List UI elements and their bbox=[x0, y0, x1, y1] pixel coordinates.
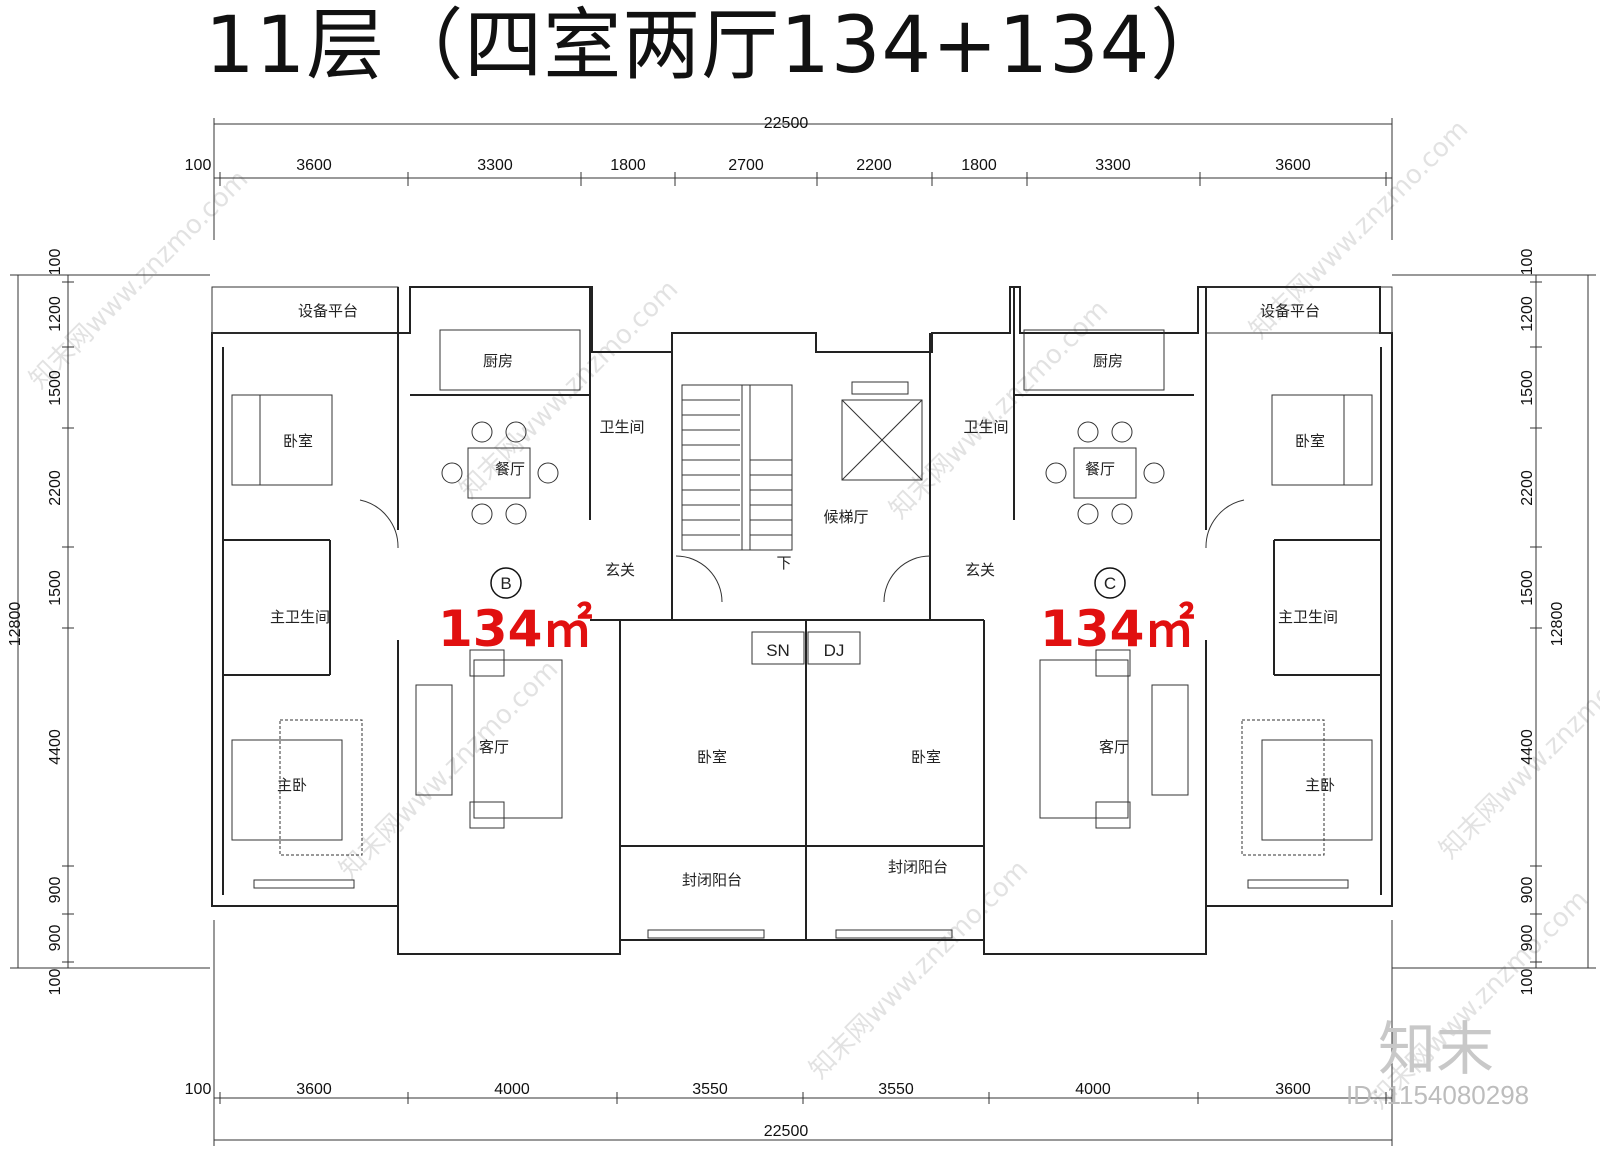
brand-logo-text: 知末 bbox=[1378, 1015, 1495, 1083]
dim-left-seg: 4400 bbox=[47, 729, 64, 765]
dim-top-seg: 3600 bbox=[296, 157, 332, 174]
dim-left-seg: 900 bbox=[47, 925, 64, 952]
unit-c-marker: C 134㎡ bbox=[1040, 567, 1194, 658]
dim-top-seg: 2700 bbox=[728, 157, 764, 174]
label-master-bedroom: 主卧 bbox=[277, 776, 307, 794]
building-walls bbox=[211, 286, 1393, 955]
elevator bbox=[841, 399, 923, 481]
dim-left-seg: 2200 bbox=[47, 470, 64, 506]
dim-right-seg: 1500 bbox=[1519, 370, 1536, 406]
dim-left-total: 12800 bbox=[7, 602, 24, 647]
dim-bottom-seg: 4000 bbox=[1075, 1081, 1111, 1098]
dim-right-seg: 100 bbox=[1519, 969, 1536, 996]
watermark-text: 知末网www.znzmo.com bbox=[804, 854, 1035, 1085]
label-equipment-platform: 设备平台 bbox=[298, 302, 358, 320]
watermark-layer: 知末网www.znzmo.com 知末网www.znzmo.com 知末网www… bbox=[24, 114, 1600, 1115]
label-bathroom: 卫生间 bbox=[599, 418, 644, 436]
dim-right-seg: 1500 bbox=[1519, 570, 1536, 606]
dim-right-total: 12800 bbox=[1549, 602, 1566, 647]
dim-left-seg: 100 bbox=[47, 249, 64, 276]
unit-b-area: 134㎡ bbox=[438, 600, 592, 658]
unit-b-label: B bbox=[500, 574, 511, 593]
label-bedroom-b: 卧室 bbox=[697, 748, 727, 766]
dim-left-seg: 1500 bbox=[47, 370, 64, 406]
watermark-text: 知末网www.znzmo.com bbox=[334, 654, 565, 885]
dim-bottom-seg: 4000 bbox=[494, 1081, 530, 1098]
label-closed-balcony: 封闭阳台 bbox=[888, 858, 948, 876]
dim-bottom-seg: 3600 bbox=[296, 1081, 332, 1098]
label-bedroom: 卧室 bbox=[1295, 432, 1325, 450]
label-bedroom-c: 卧室 bbox=[911, 748, 941, 766]
dimension-right: 12800 100 1200 1500 2200 1500 4400 900 9… bbox=[1392, 249, 1596, 996]
dim-right-seg: 900 bbox=[1519, 877, 1536, 904]
dim-bottom-seg: 100 bbox=[185, 1081, 212, 1098]
dim-left-seg: 900 bbox=[47, 877, 64, 904]
staircase bbox=[681, 384, 793, 551]
dim-top-seg: 1800 bbox=[610, 157, 646, 174]
dim-top-seg: 3600 bbox=[1275, 157, 1311, 174]
label-shaft-dj: DJ bbox=[824, 641, 845, 660]
unit-c-label: C bbox=[1104, 574, 1116, 593]
room-labels: 设备平台 设备平台 厨房 厨房 餐厅 餐厅 卫生间 卫生间 卧室 卧室 主卫生间… bbox=[270, 302, 1338, 889]
brand-id: ID: 1154080298 bbox=[1346, 1080, 1530, 1110]
label-master-bedroom: 主卧 bbox=[1305, 776, 1335, 794]
dim-top-seg: 3300 bbox=[477, 157, 513, 174]
label-living: 客厅 bbox=[1099, 738, 1129, 756]
dim-bottom-seg: 3550 bbox=[878, 1081, 914, 1098]
fixtures bbox=[231, 329, 1373, 939]
label-master-bath: 主卫生间 bbox=[270, 608, 330, 626]
dim-left-seg: 1500 bbox=[47, 570, 64, 606]
unit-b-marker: B 134㎡ bbox=[438, 567, 592, 658]
label-closed-balcony: 封闭阳台 bbox=[682, 871, 742, 889]
label-entrance: 玄关 bbox=[965, 561, 995, 579]
label-bedroom: 卧室 bbox=[283, 432, 313, 450]
dim-top-seg: 2200 bbox=[856, 157, 892, 174]
plan-title: 11层（四室两厅134+134） bbox=[205, 1, 1230, 91]
dim-right-seg: 1200 bbox=[1519, 296, 1536, 332]
label-master-bath: 主卫生间 bbox=[1278, 608, 1338, 626]
dim-right-seg: 2200 bbox=[1519, 470, 1536, 506]
dimension-bottom: 22500 100 3600 4000 3550 3550 4000 3600 bbox=[185, 920, 1393, 1146]
dimension-top: 22500 100 3600 3300 1800 2700 2200 1800 … bbox=[185, 115, 1393, 240]
dim-bottom-seg: 3550 bbox=[692, 1081, 728, 1098]
label-bathroom: 卫生间 bbox=[963, 418, 1008, 436]
watermark-text: 知末网www.znzmo.com bbox=[24, 164, 255, 395]
label-entrance: 玄关 bbox=[605, 561, 635, 579]
label-living: 客厅 bbox=[479, 738, 509, 756]
label-kitchen: 厨房 bbox=[483, 352, 513, 370]
shaft-dj bbox=[807, 631, 861, 665]
label-dining: 餐厅 bbox=[1085, 460, 1115, 478]
dim-right-seg: 4400 bbox=[1519, 729, 1536, 765]
unit-c-area: 134㎡ bbox=[1040, 600, 1194, 658]
label-elevator-hall: 候梯厅 bbox=[823, 508, 868, 526]
label-stair-down: 下 bbox=[776, 554, 791, 572]
dimension-left: 12800 100 1200 1500 2200 1500 4400 900 9… bbox=[7, 249, 210, 996]
label-equipment-platform: 设备平台 bbox=[1260, 302, 1320, 320]
label-dining: 餐厅 bbox=[495, 460, 525, 478]
dim-bottom-seg: 3600 bbox=[1275, 1081, 1311, 1098]
label-kitchen: 厨房 bbox=[1093, 352, 1123, 370]
dim-bottom-total: 22500 bbox=[764, 1123, 809, 1140]
dim-top-seg: 1800 bbox=[961, 157, 997, 174]
dim-left-seg: 100 bbox=[47, 969, 64, 996]
dim-top-seg: 100 bbox=[185, 157, 212, 174]
dim-right-seg: 900 bbox=[1519, 925, 1536, 952]
watermark-text: 知末网www.znzmo.com bbox=[1434, 634, 1600, 865]
dim-left-seg: 1200 bbox=[47, 296, 64, 332]
dim-top-seg: 3300 bbox=[1095, 157, 1131, 174]
dim-top-total: 22500 bbox=[764, 115, 809, 132]
label-shaft-sn: SN bbox=[766, 641, 790, 660]
shaft-sn bbox=[751, 631, 805, 665]
watermark-text: 知末网www.znzmo.com bbox=[884, 294, 1115, 525]
dim-right-seg: 100 bbox=[1519, 249, 1536, 276]
